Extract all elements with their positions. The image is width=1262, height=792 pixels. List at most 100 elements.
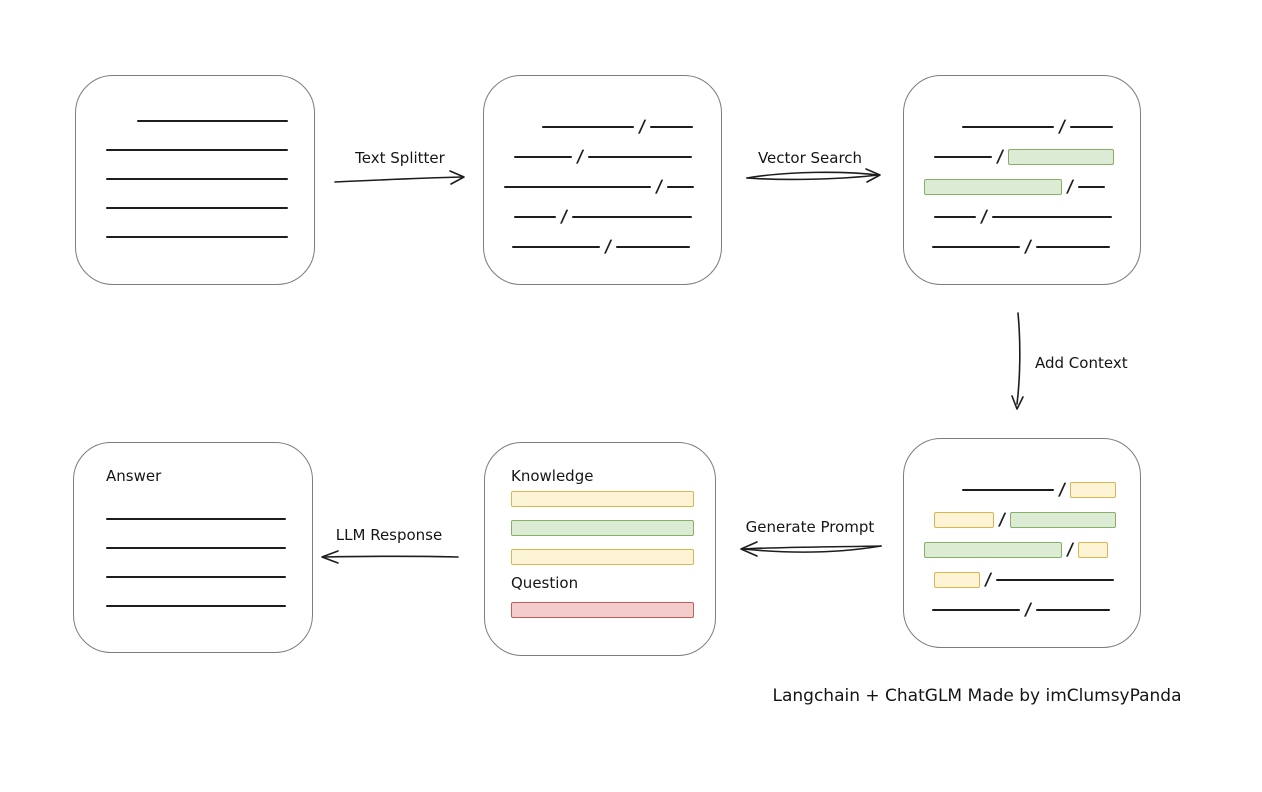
text-line — [588, 156, 693, 158]
chunk-row: / — [932, 600, 1140, 620]
text-line — [1078, 186, 1106, 188]
chunk-row — [106, 510, 312, 528]
chunk-row — [511, 601, 715, 619]
llm-response-label: LLM Response — [335, 526, 443, 544]
slash-separator: / — [1065, 540, 1075, 560]
add-context-arrow — [1011, 312, 1024, 410]
text-line — [514, 216, 556, 218]
chunk-row — [511, 490, 715, 508]
text-splitter-arrow — [334, 170, 465, 185]
text-line — [962, 126, 1054, 128]
answer-lines — [106, 510, 312, 615]
slash-separator: / — [995, 147, 1005, 167]
chunk-row: / — [934, 570, 1140, 590]
text-line — [106, 207, 288, 209]
text-line — [992, 216, 1113, 218]
text-line — [932, 246, 1020, 248]
split-chunks-box: / / / / / — [483, 75, 722, 285]
slash-separator: / — [1057, 480, 1067, 500]
arrow-head — [449, 170, 465, 185]
vector-search-arrow — [746, 168, 881, 183]
arrow-head — [321, 550, 339, 564]
text-line — [934, 156, 992, 158]
attribution-text: Langchain + ChatGLM Made by imClumsyPand… — [772, 686, 1182, 706]
chunk-row: / — [934, 510, 1140, 530]
arrow-stroke — [742, 545, 882, 550]
chunk-row — [106, 597, 312, 615]
slash-separator: / — [637, 117, 647, 137]
chunk-row: / — [924, 177, 1140, 197]
question-title: Question — [511, 574, 579, 592]
slash-separator: / — [983, 570, 993, 590]
chunk-row — [106, 141, 314, 159]
green-chunk — [1010, 512, 1117, 528]
text-line — [542, 126, 634, 128]
text-line — [137, 120, 288, 122]
text-line — [650, 126, 694, 128]
text-line — [996, 579, 1115, 581]
chunk-row: / — [514, 207, 721, 227]
yellow-chunk — [934, 572, 980, 588]
text-line — [1036, 246, 1111, 248]
text-line — [106, 518, 286, 520]
green-chunk — [1008, 149, 1115, 165]
text-line — [514, 156, 572, 158]
chunk-row — [106, 228, 314, 246]
chunk-row: / — [934, 147, 1140, 167]
chunk-row: / — [512, 237, 721, 257]
text-line — [572, 216, 693, 218]
red-chunk — [511, 602, 694, 618]
slash-separator: / — [575, 147, 585, 167]
text-line — [1070, 126, 1114, 128]
yellow-chunk — [1070, 482, 1117, 498]
knowledge-title: Knowledge — [511, 467, 594, 485]
answer-box: Answer — [73, 442, 313, 653]
text-line — [1036, 609, 1111, 611]
slash-separator: / — [1065, 177, 1075, 197]
text-splitter-label: Text Splitter — [355, 149, 445, 167]
text-line — [616, 246, 691, 248]
arrow-stroke — [323, 555, 459, 558]
text-line — [932, 609, 1020, 611]
context-lines: / / / / / — [924, 480, 1140, 620]
chunk-row: / — [962, 480, 1140, 500]
chunk-row: / — [934, 207, 1140, 227]
chunk-row: / — [514, 147, 721, 167]
vector-search-label: Vector Search — [757, 149, 863, 167]
document-lines — [106, 112, 314, 246]
green-chunk — [511, 520, 694, 536]
arrow-head — [740, 541, 758, 557]
text-line — [962, 489, 1054, 491]
matched-lines: / / / / / — [924, 117, 1140, 257]
chunk-row: / — [962, 117, 1140, 137]
prompt-box: Knowledge Question — [484, 442, 716, 656]
text-line — [106, 547, 286, 549]
text-line — [504, 186, 651, 188]
chunk-lines: / / / / / — [504, 117, 721, 257]
slash-separator: / — [603, 237, 613, 257]
slash-separator: / — [654, 177, 664, 197]
chunk-row — [106, 199, 314, 217]
text-line — [934, 216, 976, 218]
yellow-chunk — [511, 549, 694, 565]
yellow-chunk — [1078, 542, 1109, 558]
yellow-chunk — [934, 512, 994, 528]
arrow-stroke — [334, 176, 463, 183]
text-line — [106, 178, 288, 180]
chunk-row: / — [542, 117, 721, 137]
text-line — [106, 576, 286, 578]
arrow-head — [865, 168, 881, 183]
knowledge-bars — [511, 490, 715, 566]
generate-prompt-arrow — [740, 541, 882, 557]
generate-prompt-label: Generate Prompt — [745, 518, 875, 536]
text-line — [667, 186, 695, 188]
chunk-row — [511, 519, 715, 537]
chunk-row — [106, 170, 314, 188]
chunk-row — [106, 539, 312, 557]
chunk-row: / — [932, 237, 1140, 257]
slash-separator: / — [979, 207, 989, 227]
arrow-head — [1011, 395, 1024, 410]
source-document-box — [75, 75, 315, 285]
slash-separator: / — [997, 510, 1007, 530]
